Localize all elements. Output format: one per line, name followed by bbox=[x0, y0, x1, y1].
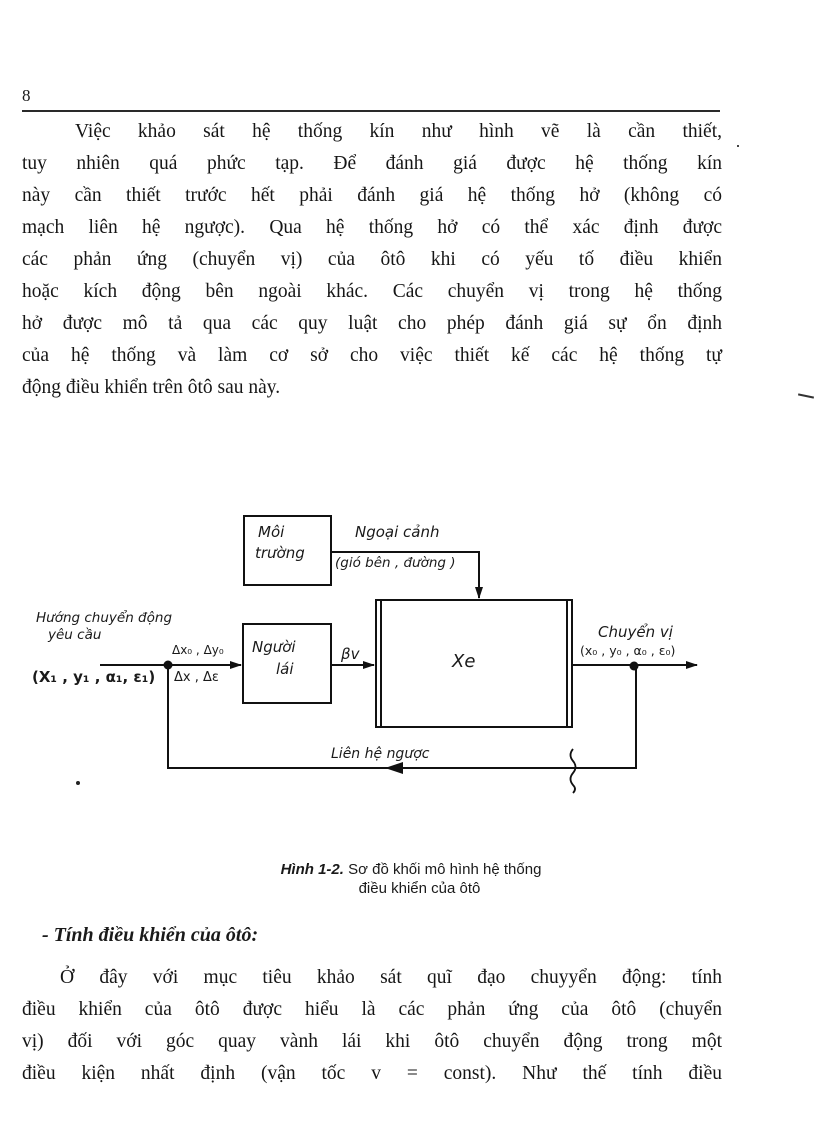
paragraph-line: mạch liên hệ ngược). Qua hệ thống hở có … bbox=[22, 217, 722, 238]
error-top-label: Δx₀ , Δy₀ bbox=[172, 643, 224, 657]
feedback-label: Liên hệ ngược bbox=[331, 746, 430, 762]
page-number: 8 bbox=[22, 86, 31, 105]
disturbance-detail-label: (gió bên , đường ) bbox=[335, 555, 456, 571]
driver-block-label-2: lái bbox=[276, 660, 294, 678]
caption-line-2: điều khiển của ôtô bbox=[358, 880, 481, 897]
scan-speck bbox=[737, 145, 739, 147]
paragraph-line: hở được mô tả qua các quy luật cho phép … bbox=[22, 313, 722, 334]
driver-block-label-1: Người bbox=[252, 638, 296, 656]
paragraph-line: Ở đây với mục tiêu khảo sát quĩ đạo chuy… bbox=[60, 967, 722, 988]
paragraph-line: điều kiện nhất định (vận tốc v = const).… bbox=[22, 1063, 722, 1084]
diagram-lines bbox=[76, 515, 698, 794]
scan-mark bbox=[797, 393, 815, 399]
paragraph-line: vị) đối với góc quay vành lái khi ôtô ch… bbox=[22, 1031, 722, 1052]
input-vars-label: (X₁ , y₁ , α₁, ε₁) bbox=[32, 668, 156, 686]
environment-block-label-1: Môi bbox=[258, 523, 285, 541]
paragraph-line: động điều khiển trên ôtô sau này. bbox=[22, 377, 281, 398]
disturbance-label: Ngoại cảnh bbox=[355, 523, 440, 541]
header-rule bbox=[22, 110, 720, 112]
caption-line-1: Sơ đồ khối mô hình hệ thống bbox=[343, 861, 542, 878]
error-bottom-label: Δx , Δε bbox=[174, 670, 219, 685]
figure-caption: Hình 1-2. Sơ đồ khối mô hình hệ thống đi… bbox=[0, 860, 816, 898]
vehicle-block-label: Xe bbox=[452, 651, 476, 672]
paragraph-line: các phản ứng (chuyển vị) của ôtô khi có … bbox=[22, 249, 722, 270]
paragraph-controllability: Ở đây với mục tiêu khảo sát quĩ đạo chuy… bbox=[22, 962, 722, 1090]
output-title-label: Chuyển vị bbox=[598, 623, 673, 641]
paragraph-line: của hệ thống và làm cơ sở cho việc thiết… bbox=[22, 345, 722, 366]
block-diagram: Môi trường Ngoại cảnh (gió bên , đường )… bbox=[0, 500, 816, 810]
paragraph-intro: Việc khảo sát hệ thống kín như hình vẽ l… bbox=[22, 116, 722, 404]
environment-block-frame bbox=[243, 515, 332, 586]
figure-number: Hình 1-2. bbox=[280, 861, 344, 878]
environment-block-label-2: trường bbox=[255, 544, 305, 562]
paragraph-line: hoặc kích động bên ngoài khác. Các chuyể… bbox=[22, 281, 722, 302]
paragraph-line: Việc khảo sát hệ thống kín như hình vẽ l… bbox=[75, 121, 722, 142]
driver-block-frame bbox=[242, 623, 332, 704]
section-heading: - Tính điều khiển của ôtô: bbox=[42, 924, 259, 946]
steer-signal-label: βv bbox=[341, 645, 360, 663]
input-title-label: Hướng chuyển động bbox=[36, 610, 173, 626]
input-title-label-2: yêu cầu bbox=[48, 627, 102, 643]
paragraph-line: này cần thiết trước hết phải đánh giá hệ… bbox=[22, 185, 722, 206]
paragraph-line: điều khiển của ôtô được hiểu là các phản… bbox=[22, 999, 722, 1020]
output-vars-label: (x₀ , y₀ , α₀ , ε₀) bbox=[580, 643, 676, 658]
paragraph-line: tuy nhiên quá phức tạp. Để đánh giá được… bbox=[22, 153, 722, 174]
